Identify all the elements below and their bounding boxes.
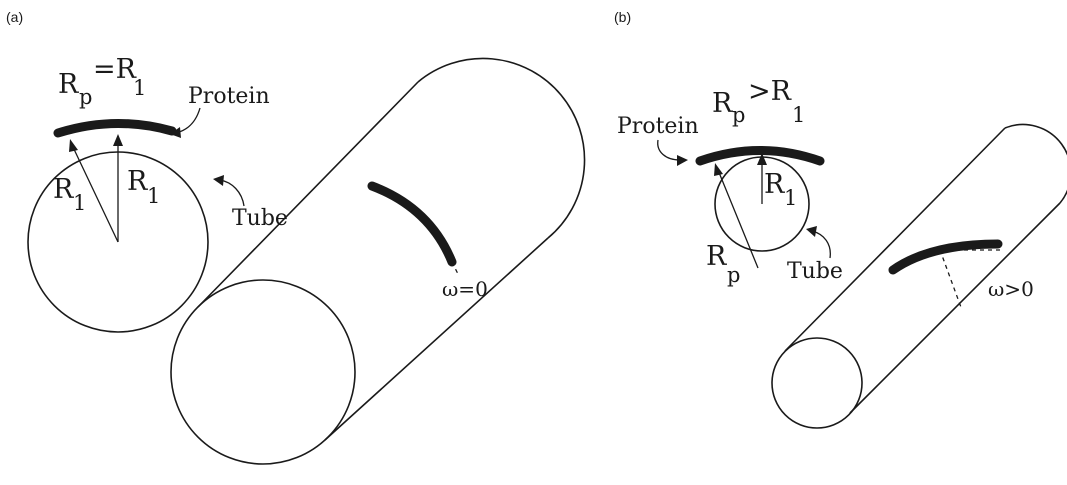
panel-a-cond-main: R — [58, 69, 79, 100]
panel-b-tube-bottom-edge — [849, 202, 1061, 414]
panel-b-cond-relation: >R — [748, 76, 792, 107]
panel-a-radius-arrowhead-2 — [113, 134, 123, 146]
panel-b-protein-label: Protein — [617, 114, 699, 139]
panel-a-angle-mark — [451, 261, 459, 275]
panel-a-tube-arrowhead — [213, 175, 224, 186]
panel-a-protein-arc — [53, 118, 177, 138]
panel-b-protein-arc — [695, 146, 825, 166]
panel-a-label: (a) — [6, 9, 23, 25]
panel-b-tube-arrowhead — [806, 226, 817, 237]
panel-b-radius-label-p-main: R — [706, 241, 727, 272]
panel-b-condition: R p >R 1 — [712, 76, 805, 127]
panel-a-radius-arrowhead-1 — [69, 139, 78, 152]
panel-a-tube-label: Tube — [232, 206, 288, 231]
panel-b: (b) R p >R 1 Protein R 1 R p Tube — [614, 9, 1067, 429]
panel-a-radius-line-1 — [71, 144, 119, 243]
panel-b-radius-label-1-sub: 1 — [784, 186, 797, 210]
panel-b-cond-sub: p — [732, 103, 745, 127]
panel-a-radius-label-1-main: R — [53, 174, 74, 205]
panel-b-radius-label-1-main: R — [764, 169, 785, 200]
panel-b-tube-top-edge — [784, 127, 1006, 352]
panel-a: (a) R p =R 1 Protein R 1 R 1 Tube — [6, 9, 586, 465]
panel-a-cond-relation: =R — [93, 54, 137, 85]
panel-a-radius-label-2-main: R — [127, 166, 148, 197]
panel-a-tube-far-end — [417, 57, 586, 239]
panel-b-tube-end-circle — [771, 337, 863, 429]
panel-a-condition: R p =R 1 — [58, 54, 146, 109]
panel-b-tube-far-end — [1004, 123, 1067, 204]
panel-b-tube-label: Tube — [787, 259, 843, 284]
panel-b-angle-label: ω>0 — [988, 277, 1034, 301]
panel-a-radius-label-1-sub: 1 — [73, 191, 86, 215]
panel-a-cond-sub2: 1 — [133, 76, 146, 100]
panel-a-tube-top-edge — [197, 81, 419, 308]
panel-a-protein-label: Protein — [188, 84, 270, 109]
panel-b-3d-protein-arc — [888, 239, 1003, 275]
panel-b-protein-arrow — [657, 139, 681, 161]
panel-b-cond-main: R — [712, 88, 733, 119]
panel-b-radius-arrowhead-p — [714, 163, 723, 176]
panel-a-3d-tube: ω=0 — [170, 57, 586, 465]
panel-b-label: (b) — [614, 9, 631, 25]
panel-b-radius-label-p-sub: p — [727, 263, 740, 287]
panel-a-cond-sub: p — [79, 85, 92, 109]
panel-b-cond-sub2: 1 — [792, 103, 805, 127]
panel-b-angle-dash-2 — [939, 249, 963, 311]
panel-a-tube-end-circle — [170, 279, 356, 465]
panel-b-protein-arrowhead — [677, 155, 688, 166]
panel-a-angle-label: ω=0 — [442, 277, 488, 301]
panel-b-3d-tube: ω>0 — [771, 123, 1067, 429]
panel-a-tube-bottom-edge — [324, 237, 549, 441]
panel-b-radius-arrowhead-1 — [757, 153, 767, 165]
panel-a-radius-label-2-sub: 1 — [147, 184, 160, 208]
panel-a-3d-protein-arc — [367, 181, 457, 267]
panel-a-tube-arrow — [219, 179, 245, 207]
panel-b-radius-line-p — [717, 169, 759, 269]
